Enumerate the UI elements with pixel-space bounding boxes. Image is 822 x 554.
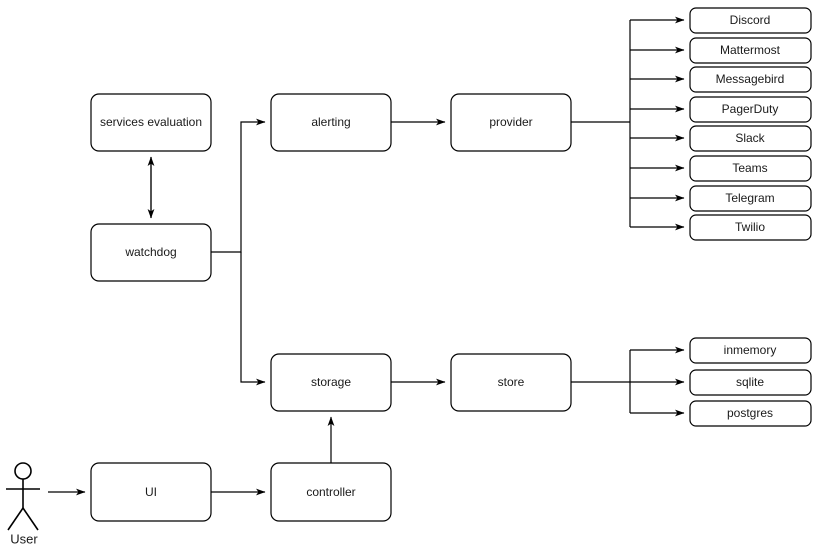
node-ui[interactable]: UI xyxy=(90,462,212,522)
node-store-postgres[interactable]: postgres xyxy=(689,400,812,427)
node-watchdog[interactable]: watchdog xyxy=(90,223,212,282)
node-ui-label: UI xyxy=(145,485,157,499)
node-watchdog-label: watchdog xyxy=(124,245,176,259)
node-alerting-label: alerting xyxy=(311,115,350,129)
node-provider-discord-shape[interactable] xyxy=(689,7,812,34)
node-store-sqlite-label: sqlite xyxy=(736,375,764,389)
edge-layer xyxy=(48,16,685,496)
node-provider-teams-shape[interactable] xyxy=(689,155,812,182)
store-leaf-group: inmemory sqlite postgres xyxy=(689,337,812,427)
node-provider-shape[interactable] xyxy=(450,93,572,152)
node-provider-telegram-shape[interactable] xyxy=(689,185,812,212)
node-provider-label: provider xyxy=(489,115,532,129)
edge-watchdog-to-alerting xyxy=(211,118,266,253)
edge-watchdog-to-storage xyxy=(240,252,266,386)
node-provider-teams-label: Teams xyxy=(732,161,767,175)
node-provider-discord[interactable]: Discord xyxy=(689,7,812,34)
node-provider-telegram-label: Telegram xyxy=(725,191,774,205)
node-ui-shape[interactable] xyxy=(90,462,212,522)
node-provider[interactable]: provider xyxy=(450,93,572,152)
node-provider-messagebird-label: Messagebird xyxy=(716,72,785,86)
node-store-postgres-label: postgres xyxy=(727,406,773,420)
actor-user: User xyxy=(6,462,40,546)
node-provider-pagerduty-label: PagerDuty xyxy=(722,102,779,116)
node-provider-messagebird[interactable]: Messagebird xyxy=(689,66,812,93)
node-provider-telegram[interactable]: Telegram xyxy=(689,185,812,212)
stick-figure-actor-icon xyxy=(6,462,40,531)
node-provider-slack-shape[interactable] xyxy=(689,125,812,152)
node-store-shape[interactable] xyxy=(450,353,572,412)
node-store[interactable]: store xyxy=(450,353,572,412)
node-store-inmemory[interactable]: inmemory xyxy=(689,337,812,364)
node-storage-label: storage xyxy=(311,375,351,389)
node-provider-slack-label: Slack xyxy=(735,131,765,145)
node-provider-mattermost-label: Mattermost xyxy=(720,43,781,57)
node-provider-mattermost[interactable]: Mattermost xyxy=(689,37,812,64)
node-provider-mattermost-shape[interactable] xyxy=(689,37,812,64)
node-services-evaluation[interactable]: services evaluation xyxy=(90,93,212,152)
node-provider-slack[interactable]: Slack xyxy=(689,125,812,152)
node-store-inmemory-label: inmemory xyxy=(724,343,777,357)
node-provider-pagerduty[interactable]: PagerDuty xyxy=(689,96,812,123)
node-watchdog-shape[interactable] xyxy=(90,223,212,282)
node-controller-label: controller xyxy=(306,485,355,499)
node-provider-pagerduty-shape[interactable] xyxy=(689,96,812,123)
node-store-label: store xyxy=(498,375,525,389)
node-provider-twilio[interactable]: Twilio xyxy=(689,214,812,241)
node-provider-twilio-shape[interactable] xyxy=(689,214,812,241)
node-store-sqlite[interactable]: sqlite xyxy=(689,369,812,396)
provider-leaf-group: Discord Mattermost Messagebird PagerDuty… xyxy=(689,7,812,241)
node-alerting-shape[interactable] xyxy=(270,93,392,152)
node-provider-discord-label: Discord xyxy=(730,13,771,27)
node-storage-shape[interactable] xyxy=(270,353,392,412)
node-services-evaluation-shape[interactable] xyxy=(90,93,212,152)
node-provider-teams[interactable]: Teams xyxy=(689,155,812,182)
node-storage[interactable]: storage xyxy=(270,353,392,412)
node-controller-shape[interactable] xyxy=(270,462,392,522)
node-store-inmemory-shape[interactable] xyxy=(689,337,812,364)
actor-user-label: User xyxy=(10,531,38,546)
node-controller[interactable]: controller xyxy=(270,462,392,522)
node-services-evaluation-label: services evaluation xyxy=(100,115,202,129)
node-alerting[interactable]: alerting xyxy=(270,93,392,152)
node-provider-messagebird-shape[interactable] xyxy=(689,66,812,93)
node-provider-twilio-label: Twilio xyxy=(735,220,765,234)
node-store-sqlite-shape[interactable] xyxy=(689,369,812,396)
node-store-postgres-shape[interactable] xyxy=(689,400,812,427)
